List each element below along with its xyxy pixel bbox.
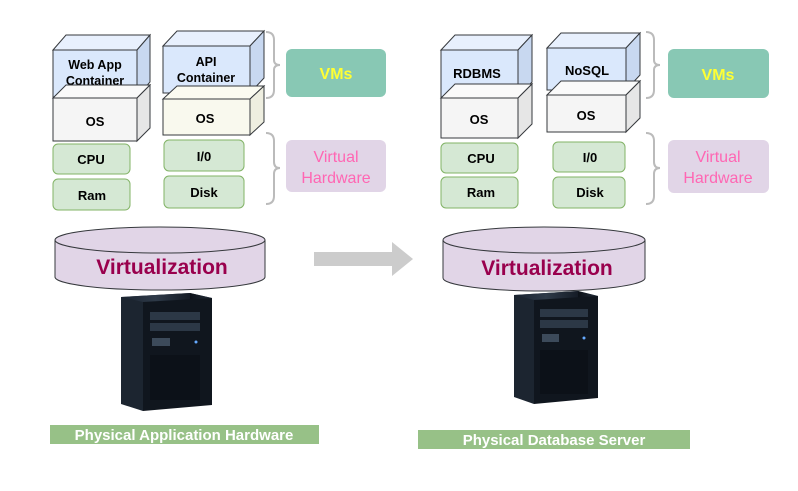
svg-text:VMs: VMs xyxy=(702,67,735,84)
cpu-label: CPU xyxy=(77,152,104,167)
api-container-line1: API xyxy=(196,55,217,69)
virtualization-layer-left: Virtualization xyxy=(54,226,266,291)
vms-label-left: VMs xyxy=(286,49,386,97)
os-label: OS xyxy=(86,114,105,129)
caption-left: Physical Application Hardware xyxy=(50,425,319,444)
os-label: OS xyxy=(470,112,489,127)
cpu-box-left: CPU xyxy=(52,143,131,175)
ram-box-left: Ram xyxy=(52,178,131,211)
virtual-hardware-label-left: Virtual Hardware xyxy=(286,140,386,192)
os-label: OS xyxy=(577,108,596,123)
ram-label: Ram xyxy=(78,188,106,203)
os-block-right-2: OS xyxy=(545,79,642,134)
bracket-hw-right xyxy=(645,132,661,205)
bracket-hw-left xyxy=(265,132,281,205)
bracket-vms-right xyxy=(645,31,661,99)
cpu-box-right: CPU xyxy=(440,142,519,174)
disk-box-left: Disk xyxy=(163,175,245,209)
ram-label: Ram xyxy=(467,185,495,200)
virtualization-label: Virtualization xyxy=(481,257,612,280)
io-label: I/0 xyxy=(197,149,211,164)
vms-label-right: VMs xyxy=(668,49,769,98)
os-block-left-1: OS xyxy=(51,83,152,143)
server-icon xyxy=(121,293,212,411)
disk-box-right: Disk xyxy=(552,176,626,209)
os-block-left-2: OS xyxy=(161,84,266,137)
io-label: I/0 xyxy=(583,150,597,165)
cpu-label: CPU xyxy=(467,151,494,166)
api-container-line2: Container xyxy=(177,71,235,85)
svg-text:VMs: VMs xyxy=(320,66,353,83)
disk-label: Disk xyxy=(190,185,218,200)
svg-text:Virtual: Virtual xyxy=(313,149,358,166)
web-app-container-line1: Web App xyxy=(68,58,122,72)
svg-text:Physical Application Hardware: Physical Application Hardware xyxy=(75,427,294,444)
virtualization-label: Virtualization xyxy=(96,256,227,279)
server-icon xyxy=(514,291,598,404)
io-box-right: I/0 xyxy=(552,141,626,173)
bracket-vms-left xyxy=(265,31,281,99)
ram-box-right: Ram xyxy=(440,176,519,209)
virtualization-layer-right: Virtualization xyxy=(442,226,646,292)
os-block-right-1: OS xyxy=(439,82,534,140)
arrow-right xyxy=(314,242,413,276)
svg-text:Hardware: Hardware xyxy=(683,170,752,187)
rdbms-label: RDBMS xyxy=(453,66,501,81)
api-container-block: API Container xyxy=(161,29,266,95)
svg-text:Virtual: Virtual xyxy=(695,149,740,166)
caption-right: Physical Database Server xyxy=(418,430,690,449)
svg-text:Hardware: Hardware xyxy=(301,170,370,187)
io-box-left: I/0 xyxy=(163,139,245,172)
svg-text:Physical Database Server: Physical Database Server xyxy=(463,432,646,449)
virtual-hardware-label-right: Virtual Hardware xyxy=(668,140,769,193)
disk-label: Disk xyxy=(576,185,604,200)
nosql-label: NoSQL xyxy=(565,63,609,78)
os-label: OS xyxy=(196,111,215,126)
